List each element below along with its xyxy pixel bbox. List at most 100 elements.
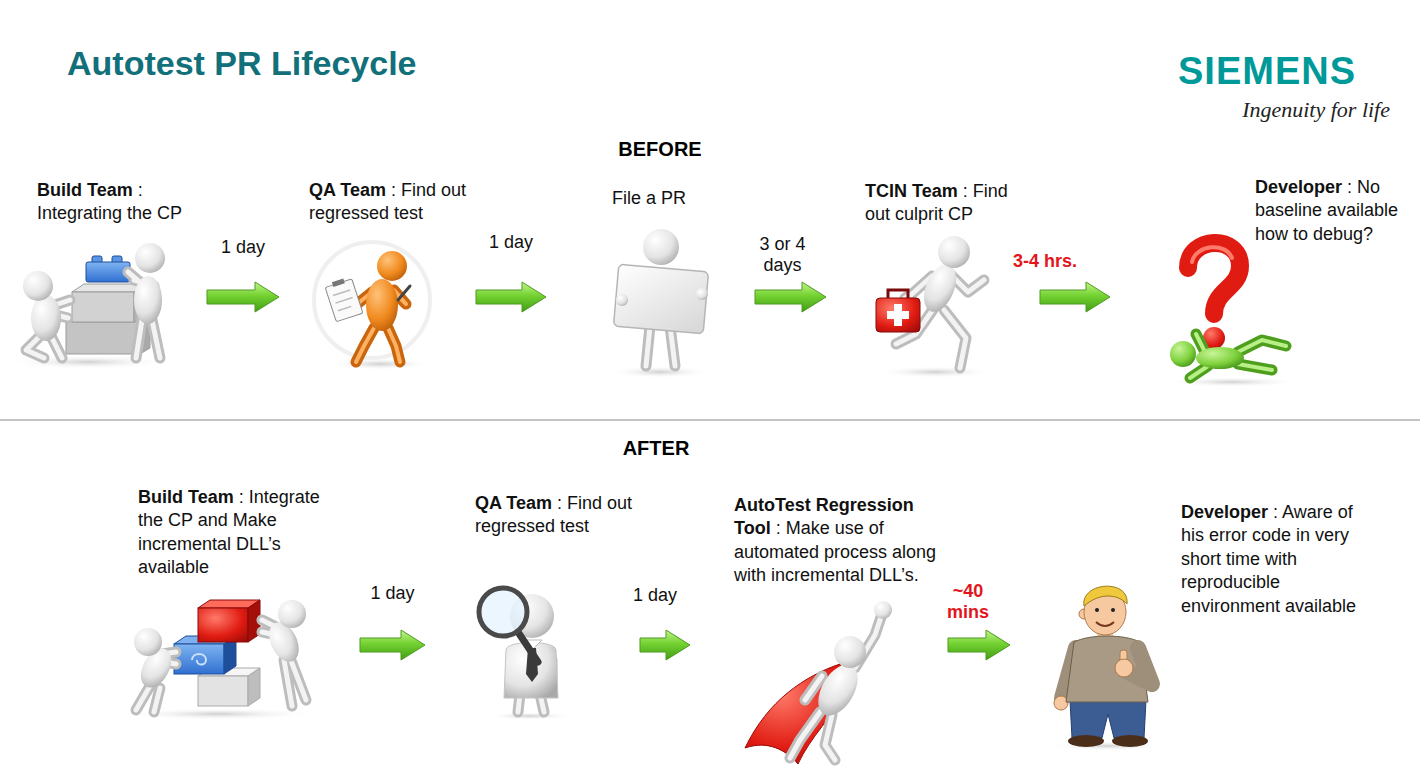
build-team-figure [72,292,134,322]
qa-team-figure [398,286,410,300]
sign-figure [610,366,710,378]
section-heading: BEFORE [618,139,701,159]
tcin-team-figure [876,236,993,378]
tcin-team-figure [888,290,908,298]
stage-box: File a PR [546,172,755,385]
question-figure [1164,243,1300,387]
sign-figure [613,264,708,334]
qa-team-figure [479,588,527,636]
stage-text: Build Team: Integrating the CP [37,179,207,226]
superhero-figure [790,614,882,760]
stage-text: File a PR [612,187,742,210]
build-team-figure [23,271,53,301]
clipboard [332,278,345,286]
flow-arrow [755,282,826,312]
diagram-title: Autotest PR Lifecycle [67,46,417,80]
clipboard [333,290,350,296]
superhero-figure [810,658,866,722]
stage-box: Developer: No baseline available how to … [1110,172,1415,385]
flow-arrow [640,630,690,660]
stage-text: QA Team: Find out regressed test [475,492,640,539]
divider-line [0,419,1420,420]
team-name: Developer [1255,177,1342,197]
duration-label: 3-4 hrs. [1013,251,1077,272]
clipboard [324,276,363,322]
stage-box: TCIN Team: Find out culprit CP [826,172,1040,385]
question-figure [1196,347,1244,369]
company-tagline: Ingenuity for life [1242,99,1390,121]
stage-text: AutoTest Regression Tool: Make use of au… [734,494,946,588]
stage-box: Build Team: Integrating the CP [10,172,207,385]
clipboard [325,279,363,322]
flow-arrow [360,630,425,660]
developer-figure [1054,696,1068,710]
build-team-figure [192,654,206,665]
clipboard [335,298,352,304]
stage-box: AutoTest Regression Tool: Make use of au… [690,478,948,767]
tcin-team-figure [877,366,993,378]
build-team-figure [248,668,260,706]
team-name: Build Team [138,487,234,507]
tcin-team-figure [938,236,970,268]
question-figure [1190,334,1286,378]
duration-label: 3 or 4 days [752,234,814,275]
question-figure [1190,334,1286,378]
sign-figure [696,288,708,300]
question-figure [1192,247,1232,262]
question-figure [1164,377,1300,387]
section-heading: AFTER [623,438,690,458]
qa-team-figure [488,712,572,720]
tcin-team-figure [876,298,920,332]
superhero-figure [874,601,892,619]
build-team-figure [135,243,165,273]
build-team-figure [278,600,306,628]
team-name: QA Team [475,493,552,513]
flow-arrow [948,630,1010,660]
qa-team-figure [479,588,572,720]
qa-team-figure [328,358,432,370]
question-figure [1170,341,1196,367]
developer-figure [1068,735,1104,747]
team-name: Developer [1181,502,1268,522]
developer-figure [1084,586,1127,606]
sign-figure [616,294,628,306]
stage-text: Developer: No baseline available how to … [1255,176,1411,246]
flow-arrow [1040,282,1110,312]
qa-team-figure [366,279,398,331]
developer-figure [1096,622,1114,626]
clipboard [338,306,351,310]
duration-label: 1 day [370,583,414,604]
stage-text: TCIN Team: Find out culprit CP [865,180,1035,227]
flow-arrow [476,282,546,312]
build-team-figure [31,295,61,341]
build-team-figure [134,628,162,656]
team-name: QA Team [309,180,386,200]
tcin-team-figure [887,311,909,319]
stage-box: QA Team: Find out regressed test [425,478,640,718]
developer-figure [1112,735,1148,747]
company-logo: SIEMENS [1178,52,1356,90]
stage-box: QA Team: Find out regressed test [279,172,476,385]
sign-figure [646,326,675,366]
developer-figure [1095,608,1099,612]
qa-team-figure [377,251,407,281]
build-team-figure [198,676,248,706]
build-team-figure [198,608,248,642]
developer-figure [1049,586,1165,751]
sign-figure [610,229,710,378]
build-team-figure [66,322,140,354]
build-team-figure [120,600,316,720]
flow-arrow [207,282,279,312]
developer-figure [1111,608,1115,612]
sign-figure [643,229,679,265]
stage-text: Developer: Aware of his error code in ve… [1181,501,1366,618]
build-team-figure [134,276,162,324]
developer-figure [1049,741,1165,751]
superhero-figure [745,601,892,764]
team-name: Build Team [37,180,133,200]
qa-team-figure [518,632,538,662]
duration-label: 1 day [633,585,677,606]
sign-figure [646,326,675,366]
